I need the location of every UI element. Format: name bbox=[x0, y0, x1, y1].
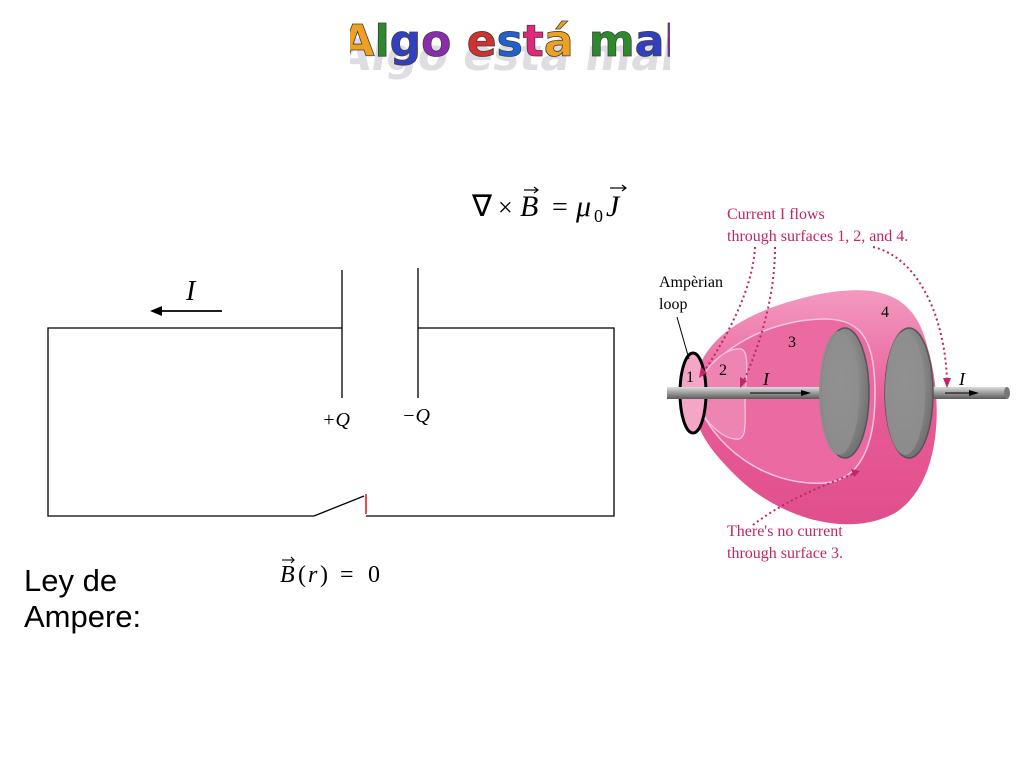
paren-open: ( bbox=[298, 562, 306, 588]
minus-q-label: −Q bbox=[402, 405, 430, 427]
arrow-to-surface-4-head bbox=[943, 378, 951, 388]
top-note-line1: Current I flows bbox=[727, 206, 825, 223]
ampere-law-equation: ∇ × B = μ 0 J bbox=[471, 184, 627, 226]
mu-symbol: μ bbox=[575, 190, 591, 223]
title-letter: l bbox=[664, 16, 670, 67]
arrow-to-surface-1-head bbox=[699, 367, 707, 378]
current-arrow-head bbox=[150, 306, 162, 316]
surface-label-2: 2 bbox=[719, 362, 727, 379]
title-letter: l bbox=[375, 16, 390, 67]
surface-label-4: 4 bbox=[881, 304, 889, 321]
nabla-symbol: ∇ bbox=[471, 190, 493, 223]
b-zero-equation: B ( r ) = 0 bbox=[280, 556, 380, 588]
capacitor-plate-right-face bbox=[885, 331, 925, 455]
title-letter: e bbox=[467, 16, 497, 67]
bottom-note-line1: There's no current bbox=[727, 523, 843, 540]
surface-label-3: 3 bbox=[788, 334, 796, 351]
capacitor-plate-left-face bbox=[819, 331, 859, 455]
arrow-to-surface-3 bbox=[752, 472, 856, 526]
current-label: I bbox=[185, 276, 197, 307]
title-letter: á bbox=[544, 16, 574, 67]
circuit-wire-right bbox=[366, 327, 615, 517]
title-letter: o bbox=[421, 16, 451, 67]
r-symbol: r bbox=[308, 562, 318, 588]
switch-lever bbox=[313, 495, 365, 517]
j-vector-arrowhead bbox=[621, 184, 627, 192]
ley-label-line2: Ampere: bbox=[24, 599, 142, 634]
top-note-line2: through surfaces 1, 2, and 4. bbox=[727, 228, 908, 245]
cross-symbol: × bbox=[498, 193, 513, 222]
circuit-diagram: I +Q −Q bbox=[47, 268, 615, 517]
ampere-surfaces-figure: 1 2 3 4 I I Current I flows through surf… bbox=[659, 206, 1010, 562]
arrow-to-surface-2 bbox=[742, 246, 776, 384]
arrow-to-surface-2-head bbox=[740, 377, 747, 388]
mu-subscript: 0 bbox=[594, 206, 603, 226]
title-letter: t bbox=[523, 16, 544, 67]
current-label-right: I bbox=[958, 369, 966, 389]
arrow-to-surface-3-head bbox=[851, 469, 860, 477]
paren-close: ) bbox=[320, 562, 328, 588]
title-letter: m bbox=[589, 16, 635, 67]
equals-sign: = bbox=[340, 562, 354, 588]
rod-right-end bbox=[1004, 387, 1010, 399]
arrow-to-surface-4 bbox=[872, 246, 948, 382]
b-vector-arrowhead bbox=[533, 186, 539, 194]
title-shadow: ¿Algo está mal? bbox=[350, 30, 670, 80]
circuit-wire-left bbox=[47, 327, 342, 517]
bottom-note-line2: through surface 3. bbox=[727, 545, 843, 562]
current-label-left: I bbox=[762, 369, 770, 389]
amperian-label-line1: Ampèrian bbox=[659, 274, 723, 291]
b-vector-symbol: B bbox=[520, 190, 538, 223]
b-arrowhead bbox=[290, 556, 295, 564]
rod-right-current-arrow bbox=[969, 390, 979, 396]
zero-value: 0 bbox=[368, 562, 380, 588]
equals-symbol: = bbox=[552, 192, 568, 223]
ley-de-ampere-label: Ley de Ampere: bbox=[24, 563, 141, 635]
surface-label-1: 1 bbox=[686, 369, 694, 386]
title-letter: a bbox=[635, 16, 665, 67]
j-vector-symbol: J bbox=[606, 190, 621, 223]
title-letter: g bbox=[390, 16, 422, 67]
amperian-pointer bbox=[676, 316, 690, 360]
rod-left-current-arrow bbox=[801, 390, 811, 396]
title-letter: s bbox=[497, 16, 523, 67]
plus-q-label: +Q bbox=[322, 409, 350, 431]
amperian-label-line2: loop bbox=[659, 296, 687, 313]
b-symbol: B bbox=[280, 562, 295, 588]
ley-label-line1: Ley de bbox=[24, 563, 118, 598]
